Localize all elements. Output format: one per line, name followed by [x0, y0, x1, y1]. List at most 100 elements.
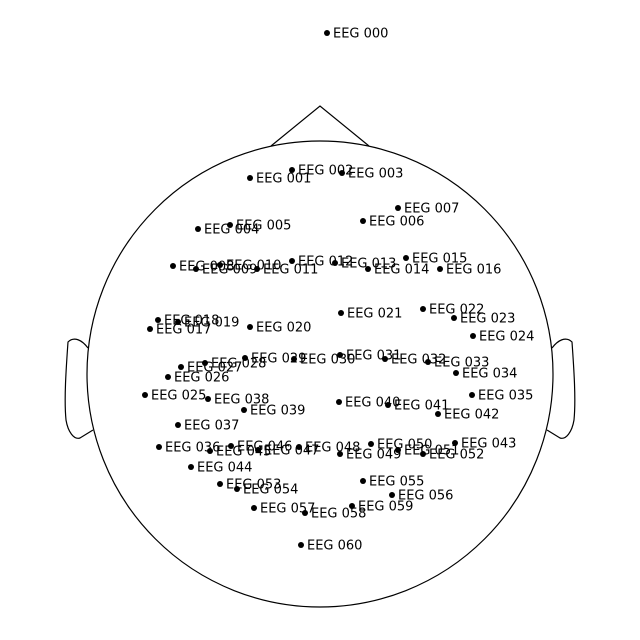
sensor-label: EEG 003	[348, 167, 403, 182]
sensor-dot	[296, 444, 302, 450]
sensor-dot	[337, 451, 343, 457]
sensor-dot	[247, 175, 253, 181]
sensor-eeg-034: EEG 034	[453, 367, 517, 382]
sensor-dot	[336, 399, 342, 405]
sensor-eeg-047: EEG 047	[255, 444, 319, 459]
sensor-eeg-048: EEG 048	[296, 441, 360, 456]
sensor-label: EEG 054	[243, 483, 298, 498]
sensor-dot	[332, 260, 338, 266]
sensor-eeg-057: EEG 057	[251, 502, 315, 517]
sensor-eeg-022: EEG 022	[420, 303, 484, 318]
sensor-dot	[338, 310, 344, 316]
sensor-dot	[202, 360, 208, 366]
sensor-eeg-032: EEG 032	[382, 353, 446, 368]
sensor-eeg-024: EEG 024	[470, 330, 534, 345]
sensor-label: EEG 025	[151, 389, 206, 404]
sensor-eeg-040: EEG 040	[336, 396, 400, 411]
sensor-label: EEG 047	[264, 444, 319, 459]
sensor-label: EEG 017	[156, 323, 211, 338]
sensor-dot	[289, 258, 295, 264]
sensor-eeg-027: EEG 027	[178, 361, 242, 376]
sensor-label: EEG 060	[307, 539, 362, 554]
sensor-dot	[228, 443, 234, 449]
left-ear	[64, 338, 94, 439]
sensor-label: EEG 051	[404, 444, 459, 459]
sensor-eeg-039: EEG 039	[241, 404, 305, 419]
nose-shape	[270, 105, 370, 147]
sensor-dot	[217, 262, 223, 268]
sensor-label: EEG 001	[256, 172, 311, 187]
sensor-dot	[470, 333, 476, 339]
sensor-eeg-054: EEG 054	[234, 483, 298, 498]
sensor-dot	[385, 402, 391, 408]
sensor-dot	[469, 392, 475, 398]
sensor-label: EEG 029	[251, 352, 306, 367]
sensor-eeg-014: EEG 014	[365, 263, 429, 278]
sensor-dot	[339, 170, 345, 176]
sensor-eeg-001: EEG 001	[247, 172, 311, 187]
sensor-dot	[420, 451, 426, 457]
sensor-label: EEG 023	[460, 312, 515, 327]
sensor-dot	[403, 255, 409, 261]
sensor-dot	[195, 226, 201, 232]
sensor-label: EEG 039	[250, 404, 305, 419]
sensor-eeg-006: EEG 006	[360, 215, 424, 230]
sensor-label: EEG 019	[184, 316, 239, 331]
sensor-eeg-016: EEG 016	[437, 263, 501, 278]
sensor-label: EEG 035	[478, 389, 533, 404]
sensor-dot	[251, 505, 257, 511]
sensor-label: EEG 042	[444, 408, 499, 423]
sensor-eeg-035: EEG 035	[469, 389, 533, 404]
sensor-dot	[289, 167, 295, 173]
sensor-dot	[254, 266, 260, 272]
sensor-label: EEG 027	[187, 361, 242, 376]
sensor-eeg-038: EEG 038	[205, 393, 269, 408]
sensor-dot	[324, 30, 330, 36]
sensor-dot	[165, 374, 171, 380]
sensor-eeg-026: EEG 026	[165, 371, 229, 386]
sensor-eeg-051: EEG 051	[395, 444, 459, 459]
sensor-dot	[155, 317, 161, 323]
sensor-label: EEG 037	[184, 419, 239, 434]
sensor-label: EEG 002	[298, 164, 353, 179]
sensor-label: EEG 036	[165, 441, 220, 456]
sensor-eeg-000: EEG 000	[324, 27, 388, 42]
sensor-eeg-021: EEG 021	[338, 307, 402, 322]
sensor-dot	[247, 324, 253, 330]
sensor-label: EEG 052	[429, 448, 484, 463]
sensor-dot	[302, 510, 308, 516]
sensor-label: EEG 021	[347, 307, 402, 322]
sensor-label: EEG 038	[214, 393, 269, 408]
sensor-dot	[291, 356, 297, 362]
sensor-label: EEG 016	[446, 263, 501, 278]
sensor-dot	[234, 486, 240, 492]
sensor-dot	[451, 315, 457, 321]
sensor-eeg-050: EEG 050	[368, 438, 432, 453]
sensor-label: EEG 004	[204, 223, 259, 238]
sensor-dot	[241, 407, 247, 413]
sensor-eeg-012: EEG 012	[289, 255, 353, 270]
head-outline	[64, 105, 576, 608]
sensor-eeg-029: EEG 029	[242, 352, 306, 367]
sensor-dot	[395, 447, 401, 453]
sensor-label: EEG 024	[479, 330, 534, 345]
sensor-dot	[242, 355, 248, 361]
sensor-eeg-004: EEG 004	[195, 223, 259, 238]
sensor-eeg-055: EEG 055	[360, 475, 424, 490]
sensor-dot	[437, 266, 443, 272]
sensor-label: EEG 033	[434, 356, 489, 371]
sensor-dot	[255, 447, 261, 453]
sensor-dot	[193, 266, 199, 272]
sensor-dot	[227, 222, 233, 228]
sensor-label: EEG 043	[461, 437, 516, 452]
sensor-eeg-015: EEG 015	[403, 252, 467, 267]
sensor-label: EEG 040	[345, 396, 400, 411]
sensor-label: EEG 012	[298, 255, 353, 270]
sensor-eeg-017: EEG 017	[147, 323, 211, 338]
sensor-label: EEG 055	[369, 475, 424, 490]
sensor-label: EEG 058	[311, 507, 366, 522]
sensor-dot	[365, 266, 371, 272]
sensor-dot	[178, 364, 184, 370]
